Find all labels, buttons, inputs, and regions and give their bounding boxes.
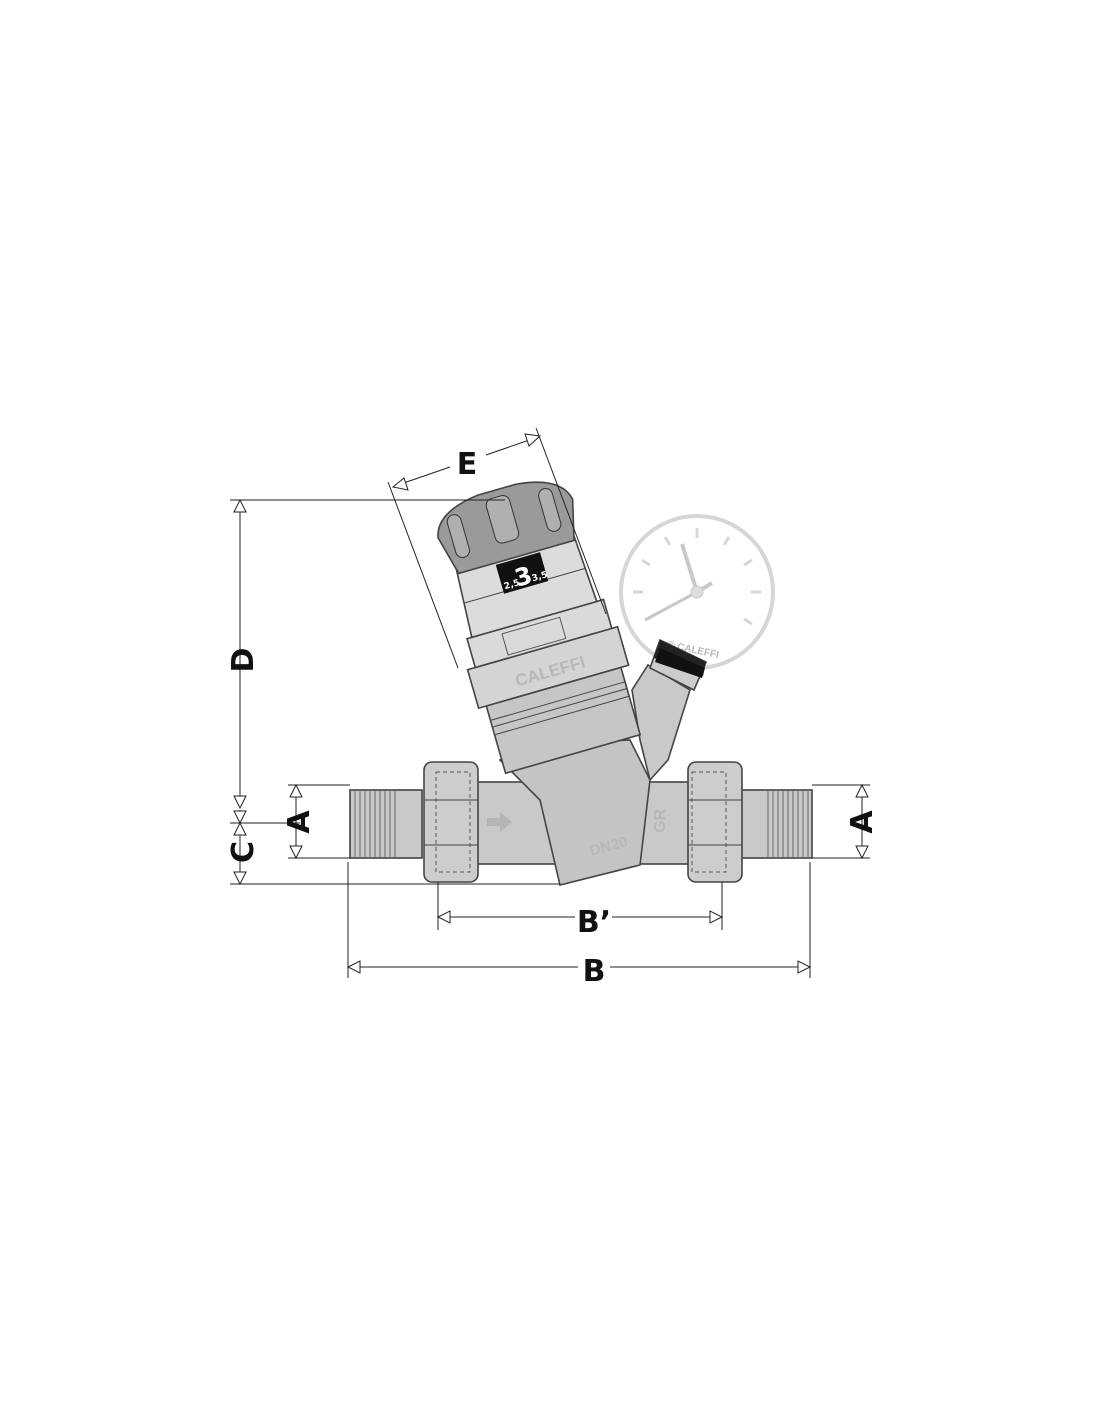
setting-low: 2,5: [503, 578, 521, 592]
pressure-gauge: © CALEFFI: [619, 514, 775, 670]
gauge-ticks: [633, 528, 761, 626]
setting-value: 3: [512, 561, 536, 593]
left-thread: [349, 789, 423, 859]
dimension-label-a-left: A: [282, 810, 317, 834]
dimension-lines: D C A A B’ B: [226, 427, 880, 989]
dimension-label-b-prime: B’: [577, 905, 611, 940]
dimension-label-b: B: [583, 954, 606, 989]
dimension-label-d: D: [226, 648, 261, 673]
pressure-adjustment-head: CALEFFI 2,5 3 3,5: [437, 481, 642, 775]
flow-arrow-icon: [487, 812, 512, 832]
left-union-nut: [423, 761, 479, 883]
valve-body: DN20 GR: [475, 739, 691, 886]
right-union-nut: [687, 761, 743, 883]
dimension-label-c: C: [226, 841, 261, 863]
right-thread: [739, 789, 813, 859]
setting-high: 3,5: [531, 570, 549, 584]
gauge-connection: [631, 638, 708, 782]
setting-window: [495, 552, 549, 594]
approval-mark: GR: [652, 809, 669, 833]
dimension-label-a-right: A: [845, 810, 880, 834]
gauge-needle: [680, 543, 699, 593]
dimension-label-e: E: [457, 447, 478, 482]
